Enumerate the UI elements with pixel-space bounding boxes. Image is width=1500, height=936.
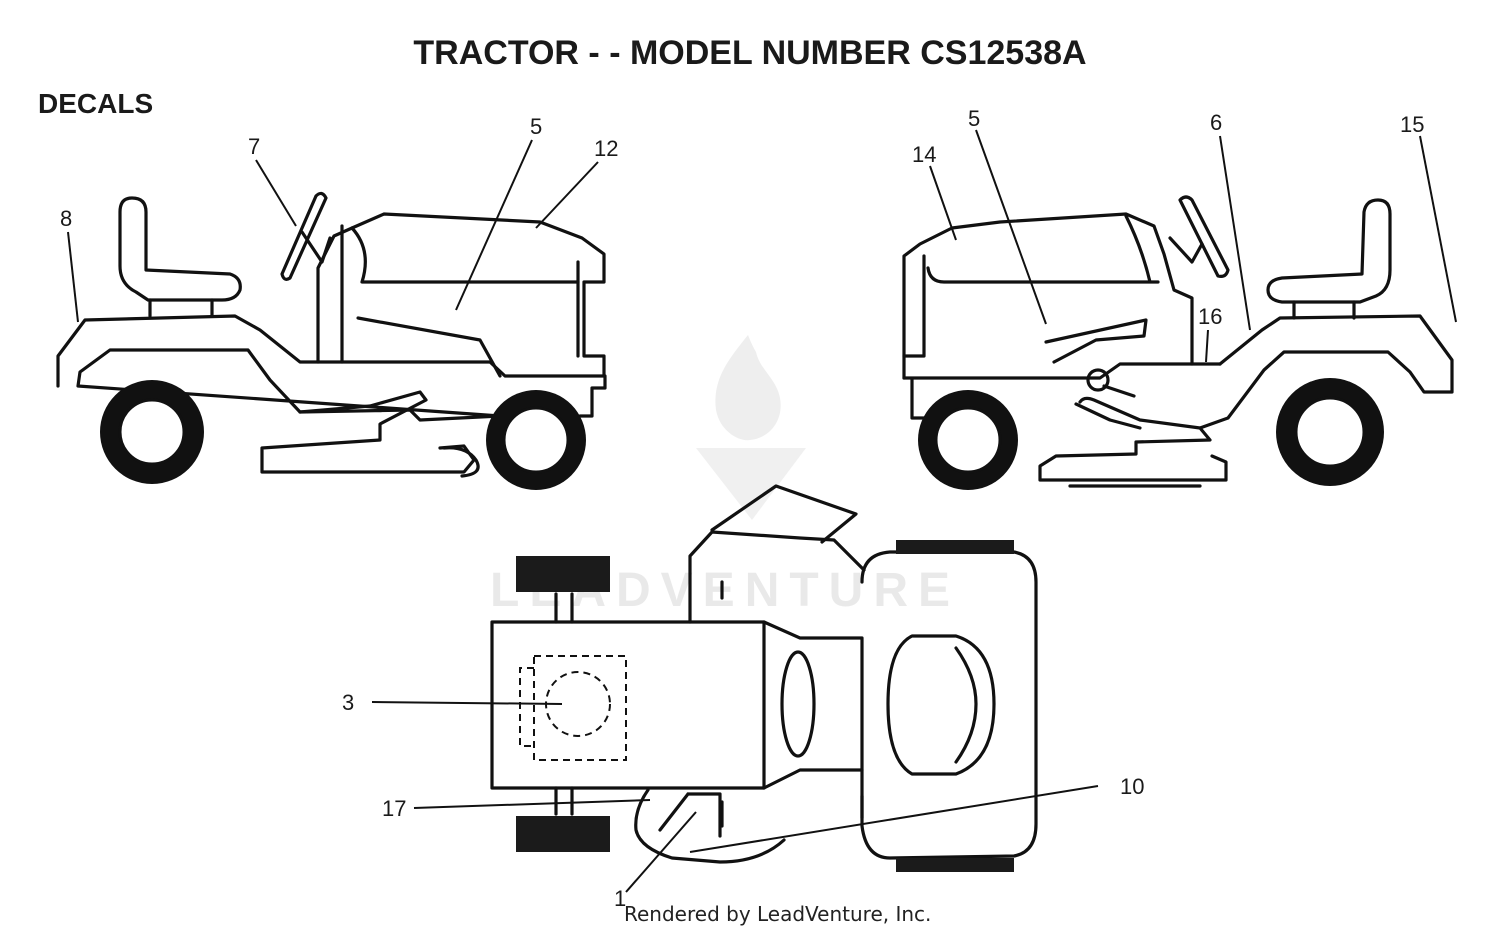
leader-3 (371, 701, 563, 705)
left-rear-fender (56, 314, 607, 422)
section-label: DECALS (38, 88, 154, 119)
right-lift-lever-knob (1086, 368, 1110, 392)
left-seat-post (148, 298, 214, 318)
left-deck-chute (442, 446, 480, 478)
top-mower-deck (634, 788, 786, 864)
top-chute-cover (710, 484, 858, 544)
right-frame (902, 362, 1222, 420)
right-hood-outline (902, 212, 1194, 380)
tractor-right-side-view: 14 5 6 15 16 (902, 106, 1457, 490)
leader-17 (413, 799, 651, 809)
top-steering-wheel (780, 650, 816, 758)
leader-12 (535, 161, 599, 229)
left-steering-wheel (280, 191, 328, 281)
top-frame-marks (720, 580, 864, 828)
left-hood-panels (340, 224, 580, 378)
callout-1: 1 (614, 886, 626, 911)
leader-5-right (975, 129, 1047, 325)
callout-8: 8 (60, 206, 72, 231)
top-front-tire-upper (516, 556, 610, 592)
leader-1 (625, 811, 697, 893)
callout-17: 17 (382, 796, 406, 821)
leader-10 (689, 785, 1099, 853)
right-hood-panels (902, 214, 1160, 364)
top-rear-tire-lower (896, 858, 1014, 872)
top-seat (886, 634, 996, 776)
top-hood (490, 620, 766, 790)
callout-6: 6 (1210, 110, 1222, 135)
left-seat (118, 196, 242, 302)
callout-14: 14 (912, 142, 936, 167)
top-engine-bracket (519, 667, 534, 747)
callout-15: 15 (1400, 112, 1424, 137)
callout-10: 10 (1120, 774, 1144, 799)
leader-8 (67, 231, 79, 323)
leader-7 (255, 159, 297, 227)
right-steering-wheel (1178, 195, 1230, 278)
callout-12: 12 (594, 136, 618, 161)
callout-5-right: 5 (968, 106, 980, 131)
callout-16: 16 (1198, 304, 1222, 329)
top-front-axle (554, 592, 574, 816)
leader-5-left (455, 139, 533, 311)
right-seat-post (1292, 300, 1356, 320)
right-rear-fender (1198, 314, 1454, 430)
right-steering-column (1168, 236, 1204, 264)
v-logo-icon (696, 448, 806, 520)
top-dash (762, 620, 864, 790)
right-lift-lever (1074, 384, 1142, 430)
flame-logo-icon (715, 335, 781, 441)
left-hood-outline (316, 212, 606, 378)
callout-5-left: 5 (530, 114, 542, 139)
right-rear-hub (1294, 396, 1366, 468)
right-front-hub (934, 406, 1002, 474)
leader-14 (929, 165, 957, 241)
leader-15 (1419, 135, 1457, 323)
footer-credit: Rendered by LeadVenture, Inc. (624, 902, 932, 926)
callout-3: 3 (342, 690, 354, 715)
top-front-tire-lower (516, 816, 610, 852)
right-mower-deck (1038, 396, 1228, 482)
left-front-hub (502, 406, 570, 474)
top-seat-back (954, 646, 978, 764)
callout-7: 7 (248, 134, 260, 159)
left-rear-hub (118, 398, 186, 466)
tractor-left-side-view: 8 7 5 12 (56, 114, 618, 490)
leader-6 (1219, 135, 1251, 331)
tractor-top-view: 3 17 1 10 (342, 484, 1144, 911)
top-engine-outline (533, 655, 627, 761)
left-steering-column (300, 230, 332, 264)
top-front-body (688, 530, 866, 624)
right-seat (1266, 198, 1392, 304)
top-rear-tire-upper (896, 540, 1014, 554)
diagram-title: TRACTOR - - MODEL NUMBER CS12538A (413, 34, 1087, 72)
top-rear-body (860, 550, 1038, 860)
leader-16 (1205, 329, 1209, 363)
